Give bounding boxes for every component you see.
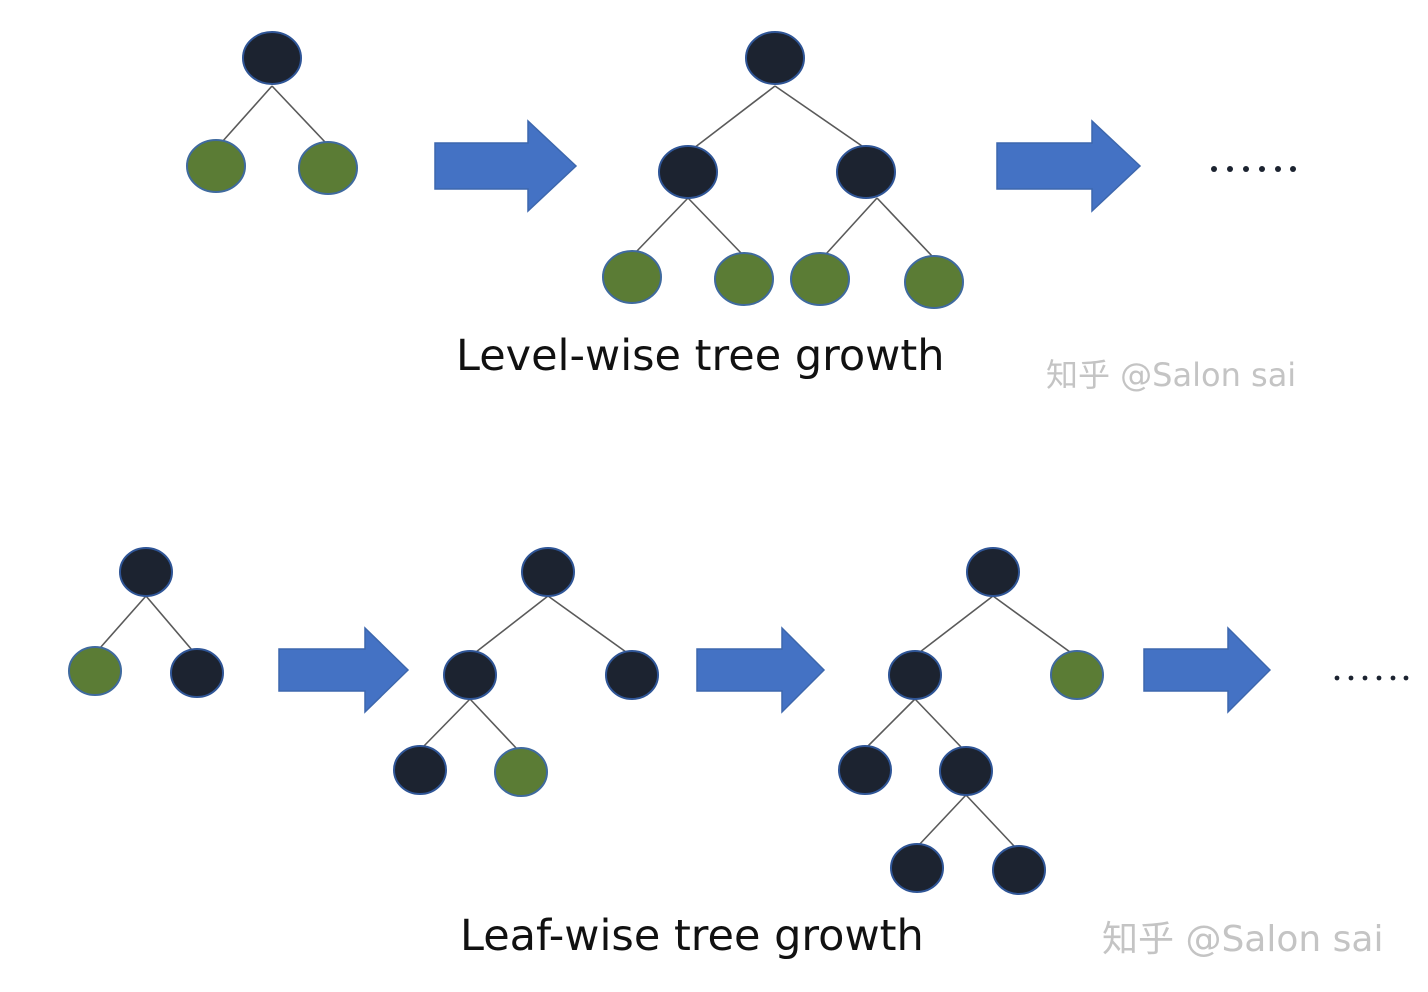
edge [774, 85, 863, 147]
right-arrow-icon [696, 626, 826, 714]
ellipsis-dot [1275, 166, 1281, 172]
level-wise-ellipsis [1211, 166, 1296, 172]
edge [825, 197, 878, 255]
ellipsis-dot [1348, 675, 1354, 681]
leaf-node [1050, 650, 1104, 700]
edge [876, 197, 933, 257]
ellipsis-dot [1390, 675, 1396, 681]
edge [221, 85, 273, 143]
split-node [393, 745, 447, 795]
ellipsis-dot [1243, 166, 1249, 172]
split-node [658, 145, 718, 199]
ellipsis-dot [1376, 675, 1382, 681]
right-arrow-icon [434, 119, 578, 213]
edge [965, 794, 1015, 847]
leaf-wise-tree-3 [838, 547, 1104, 895]
right-arrow-icon [1143, 626, 1272, 714]
edge [145, 595, 193, 651]
leaf-wise-ellipsis [1334, 675, 1409, 681]
leaf-node [494, 747, 548, 797]
level-wise-tree-2 [602, 31, 964, 309]
leaf-node [904, 255, 964, 309]
split-node [939, 746, 993, 796]
split-node [890, 843, 944, 893]
edge [914, 698, 963, 749]
split-node [745, 31, 805, 85]
split-node [888, 650, 942, 700]
right-arrow-icon [996, 119, 1142, 213]
watermark-bottom: 知乎 @Salon sai [1102, 919, 1384, 960]
leaf-wise-tree-1 [68, 547, 224, 698]
split-node [242, 31, 302, 85]
edge [271, 85, 326, 143]
leaf-wise-caption: Leaf-wise tree growth [460, 911, 924, 961]
leaf-node [790, 252, 850, 306]
split-node [443, 650, 497, 700]
leaf-node [714, 252, 774, 306]
right-arrow-icon [278, 626, 410, 714]
edge [547, 595, 627, 653]
split-node [170, 648, 224, 698]
ellipsis-dot [1290, 166, 1296, 172]
leaf-node [298, 141, 358, 195]
edge [469, 698, 519, 751]
edge [919, 595, 994, 653]
ellipsis-dot [1362, 675, 1368, 681]
edge [421, 698, 471, 749]
edge [99, 595, 147, 649]
edge [992, 595, 1071, 653]
edge [635, 197, 689, 253]
edge [687, 197, 743, 255]
edge [917, 794, 967, 847]
leaf-node [602, 250, 662, 304]
ellipsis-dot [1259, 166, 1265, 172]
split-node [966, 547, 1020, 597]
level-wise-tree-1 [186, 31, 358, 195]
ellipsis-dot [1334, 675, 1340, 681]
split-node [605, 650, 659, 700]
watermark-top: 知乎 @Salon sai [1046, 356, 1297, 394]
edge [865, 698, 916, 749]
level-wise-caption: Level-wise tree growth [456, 331, 945, 381]
split-node [836, 145, 896, 199]
leaf-node [68, 646, 122, 696]
split-node [521, 547, 575, 597]
leaf-wise-tree-2 [393, 547, 659, 797]
edge [475, 595, 549, 653]
edge [693, 85, 776, 149]
split-node [119, 547, 173, 597]
ellipsis-dot [1403, 675, 1409, 681]
leaf-node [186, 139, 246, 193]
split-node [992, 845, 1046, 895]
ellipsis-dot [1227, 166, 1233, 172]
ellipsis-dot [1211, 166, 1217, 172]
split-node [838, 745, 892, 795]
